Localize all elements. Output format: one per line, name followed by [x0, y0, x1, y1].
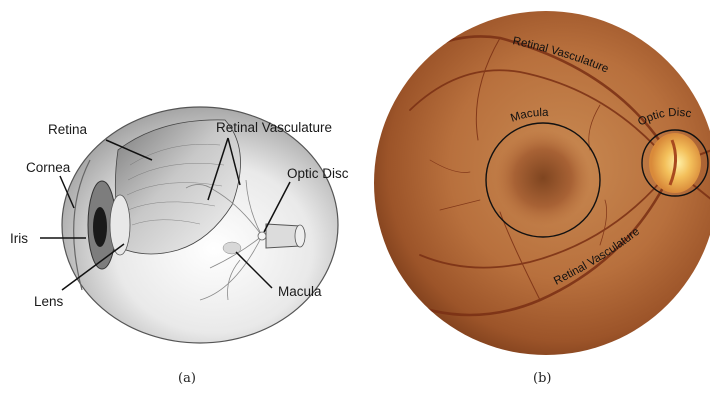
caption-a: (a) [178, 371, 196, 386]
label-macula-a: Macula [278, 284, 322, 299]
label-cornea: Cornea [26, 160, 71, 175]
label-retinal-vasculature-a: Retinal Vasculature [216, 120, 332, 135]
label-optic-disc-a: Optic Disc [287, 166, 349, 181]
label-iris: Iris [10, 231, 28, 246]
fundus-photograph [374, 11, 710, 355]
caption-b: (b) [533, 371, 551, 386]
label-lens: Lens [34, 294, 64, 309]
eye-anatomy-drawing [40, 107, 338, 343]
label-retina: Retina [48, 122, 88, 137]
